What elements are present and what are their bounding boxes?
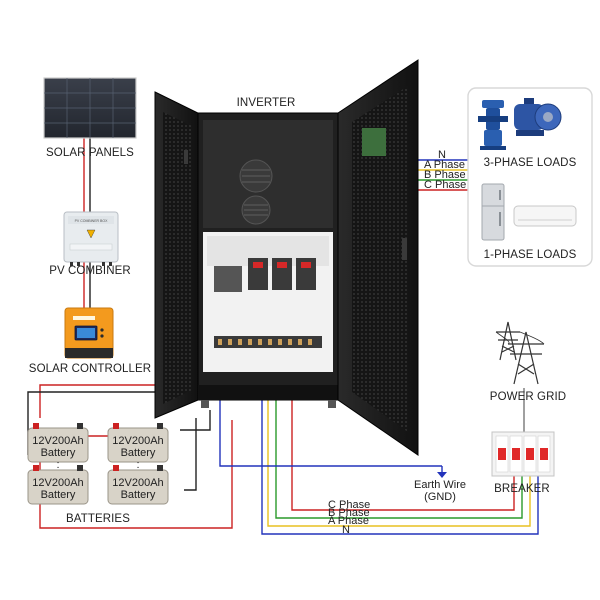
transmission-tower-icon bbox=[508, 331, 544, 385]
one-phase-loads-label: 1-PHASE LOADS bbox=[484, 249, 577, 261]
door-hinge-icon bbox=[184, 150, 188, 164]
circuit-breaker-icon bbox=[248, 258, 268, 290]
water-pump-icon bbox=[478, 100, 508, 150]
bottom-label-b-phase: B Phase bbox=[328, 507, 370, 519]
solar-panels-label: SOLAR PANELS bbox=[46, 147, 134, 159]
breaker-icon bbox=[491, 431, 555, 477]
door-handle-icon bbox=[402, 238, 407, 260]
circuit-breaker-icon bbox=[272, 258, 292, 290]
combiner-caption: PV COMBINER BOX bbox=[75, 219, 109, 223]
cabinet-foot bbox=[328, 400, 336, 408]
earth-wire-gnd-label: (GND) bbox=[424, 491, 456, 503]
battery-unit: 12V200Ah Battery bbox=[27, 465, 89, 505]
battery-unit: 12V200Ah Battery bbox=[107, 465, 169, 505]
combiner-box-icon: PV COMBINER BOX bbox=[63, 211, 119, 266]
loads-panel: 3-PHASE LOADS 1-PHASE LOADS bbox=[467, 87, 593, 267]
electric-motor-icon bbox=[514, 98, 562, 136]
cabinet-foot bbox=[201, 400, 209, 408]
top-label-b-phase: B Phase bbox=[424, 169, 466, 181]
battery-name: Battery bbox=[41, 489, 76, 501]
battery-rating: 12V200Ah bbox=[112, 477, 163, 489]
grid-breaker: BREAKER bbox=[491, 431, 555, 495]
battery-icon bbox=[27, 465, 89, 505]
top-label-n: N bbox=[438, 149, 446, 161]
cabinet-right-door bbox=[337, 59, 419, 456]
battery-unit: 12V200Ah Battery bbox=[27, 423, 89, 463]
bottom-label-a-phase: A Phase bbox=[328, 515, 369, 527]
ground-symbol bbox=[437, 466, 447, 478]
battery-icon bbox=[107, 423, 169, 463]
solar-controller-label: SOLAR CONTROLLER bbox=[29, 363, 151, 375]
control-board-icon bbox=[362, 128, 386, 156]
inverter-label: INVERTER bbox=[237, 97, 296, 109]
battery-stack-dots: : bbox=[56, 459, 59, 471]
cabinet-body bbox=[197, 112, 339, 408]
battery-name: Battery bbox=[121, 447, 156, 459]
battery-stack-dots: : bbox=[136, 459, 139, 471]
wire-bottom-n bbox=[261, 380, 539, 535]
batteries: 12V200Ah Battery 12V200Ah Battery 12V200… bbox=[27, 423, 169, 525]
cooling-fan-icon bbox=[241, 195, 271, 225]
bottom-label-n: N bbox=[342, 524, 350, 536]
wire-earth-gnd bbox=[219, 380, 442, 467]
wire-battery-link-3 bbox=[180, 410, 211, 431]
bottom-label-c-phase: C Phase bbox=[328, 499, 370, 511]
solar-controller: SOLAR CONTROLLER bbox=[29, 307, 151, 375]
cabinet-left-door bbox=[154, 91, 199, 419]
breaker-label: BREAKER bbox=[494, 483, 550, 495]
transmission-tower-icon bbox=[496, 321, 520, 361]
wire-bottom-c-phase bbox=[291, 380, 515, 511]
power-grid-label: POWER GRID bbox=[490, 391, 566, 403]
earth-wire-label: Earth Wire bbox=[414, 479, 466, 491]
wire-battery-return bbox=[39, 420, 233, 529]
inverter-cabinet: INVERTER bbox=[154, 59, 419, 456]
wire-battery-return-black bbox=[184, 418, 197, 491]
top-label-a-phase: A Phase bbox=[424, 159, 465, 171]
earth-wire: Earth Wire (GND) bbox=[414, 479, 466, 503]
air-conditioner-icon bbox=[513, 205, 577, 227]
refrigerator-icon bbox=[481, 183, 505, 241]
solar-panel-icon bbox=[43, 77, 137, 139]
wire-bottom-b-phase bbox=[275, 380, 523, 519]
three-phase-loads-label: 3-PHASE LOADS bbox=[484, 157, 577, 169]
battery-icon bbox=[27, 423, 89, 463]
cooling-fan-icon bbox=[239, 159, 273, 193]
controller-unit-icon bbox=[64, 307, 114, 359]
battery-rating: 12V200Ah bbox=[32, 435, 83, 447]
pv-combiner: PV COMBINER BOX PV COMBINER bbox=[49, 211, 131, 277]
battery-rating: 12V200Ah bbox=[112, 435, 163, 447]
top-label-c-phase: C Phase bbox=[424, 179, 466, 191]
battery-rating: 12V200Ah bbox=[32, 477, 83, 489]
top-wire-labels: N A Phase B Phase C Phase bbox=[424, 149, 466, 191]
battery-name: Battery bbox=[41, 447, 76, 459]
power-grid: POWER GRID bbox=[490, 321, 566, 403]
batteries-label: BATTERIES bbox=[66, 513, 130, 525]
pv-combiner-label: PV COMBINER bbox=[49, 265, 131, 277]
bottom-wire-labels: C Phase B Phase A Phase N bbox=[328, 499, 370, 536]
battery-unit: 12V200Ah Battery bbox=[107, 423, 169, 463]
solar-panels: SOLAR PANELS bbox=[43, 77, 137, 159]
battery-icon bbox=[107, 465, 169, 505]
battery-name: Battery bbox=[121, 489, 156, 501]
circuit-breaker-icon bbox=[296, 258, 316, 290]
wire-bottom-a-phase bbox=[267, 380, 531, 527]
